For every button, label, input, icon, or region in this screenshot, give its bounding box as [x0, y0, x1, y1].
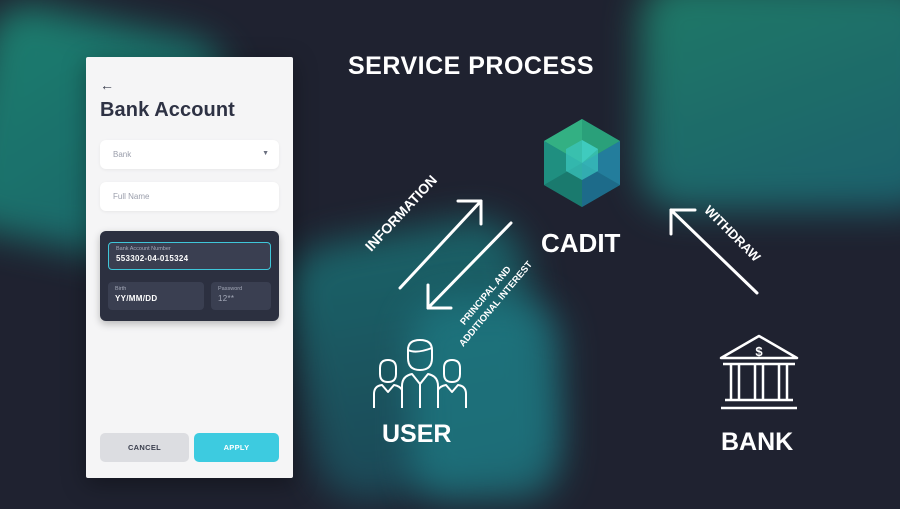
birth-value: YY/MM/DD — [115, 294, 158, 303]
diagram-heading: SERVICE PROCESS — [348, 52, 595, 80]
users-icon — [373, 339, 467, 408]
background-shape-bottom-center — [410, 300, 560, 500]
bank-select-placeholder: Bank — [113, 150, 132, 159]
full-name-input[interactable]: Full Name — [100, 182, 279, 211]
arrow-icon — [426, 221, 513, 310]
password-value: 12** — [218, 294, 235, 303]
arrow-icon — [669, 208, 759, 295]
bank-select[interactable]: Bank ▼ — [100, 140, 279, 169]
full-name-placeholder: Full Name — [113, 192, 150, 201]
back-arrow-icon[interactable]: ← — [100, 77, 114, 93]
password-field[interactable]: Password 12** — [211, 282, 271, 310]
dollar-sign-icon: $ — [755, 344, 763, 359]
arrow-icon — [398, 199, 483, 290]
account-number-field[interactable]: Bank Account Number 553302-04-015324 — [108, 242, 271, 270]
page-title: Bank Account — [100, 99, 235, 121]
cadit-label: CADIT — [541, 228, 621, 258]
background-shape-top-right — [640, 0, 900, 210]
password-label: Password — [218, 286, 243, 292]
birth-label: Birth — [115, 286, 127, 292]
birth-field[interactable]: Birth YY/MM/DD — [108, 282, 204, 310]
account-number-value: 553302-04-015324 — [116, 254, 189, 263]
account-card: Bank Account Number 553302-04-015324 Bir… — [100, 231, 279, 321]
apply-button[interactable]: APPLY — [194, 433, 279, 462]
account-number-label: Bank Account Number — [116, 246, 171, 252]
cancel-button[interactable]: CANCEL — [100, 433, 189, 462]
bank-label: BANK — [721, 428, 794, 456]
user-label: USER — [382, 420, 452, 448]
bank-building-icon: $ — [719, 334, 799, 410]
cadit-logo-icon — [544, 119, 620, 207]
dropdown-caret-icon: ▼ — [262, 150, 269, 157]
bank-account-screen: ← Bank Account Bank ▼ Full Name Bank Acc… — [86, 57, 293, 478]
